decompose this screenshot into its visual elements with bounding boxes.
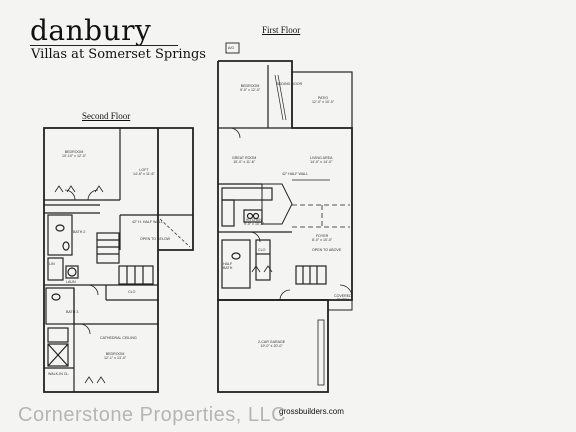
plan-title: danbury	[30, 14, 152, 47]
first-floor-label: First Floor	[262, 25, 301, 35]
room-label-laundry: LAUN	[66, 280, 76, 284]
room-label-open-above: OPEN TO ABOVE	[312, 248, 342, 252]
second-floor-outline	[43, 127, 159, 393]
room-label-closet-2: CLO	[128, 290, 136, 294]
plan-subtitle: Villas at Somerset Springs	[31, 47, 206, 62]
room-label-half-wall-1: 42" HALF WALL	[282, 172, 309, 176]
room-label-sliding-door: SLIDING DOOR	[276, 82, 303, 86]
second-floor-stairs	[96, 232, 120, 264]
room-label-open-below: OPEN TO BELOW	[140, 237, 171, 241]
room-label-bath-2: BATH 2	[73, 230, 86, 234]
room-label-linen: LIN	[49, 262, 55, 266]
watermark: Cornerstone Properties, LLC	[18, 404, 287, 426]
room-label-closet-1: CLO	[258, 248, 266, 252]
first-floor-patio	[291, 71, 353, 129]
second-floor-label: Second Floor	[82, 111, 131, 121]
builder-website: grossbuilders.com	[279, 407, 344, 416]
room-label-cathedral: CATHEDRAL CEILING	[100, 336, 137, 340]
first-floor-ag-box	[225, 42, 240, 54]
room-label-walk-in: WALK-IN CL.	[48, 372, 70, 376]
room-label-half-wall-2: 42" H. HALF WALL	[132, 220, 163, 224]
room-label-ag-box: A/G	[228, 46, 235, 50]
room-label-bath-3: BATH 3	[66, 310, 79, 314]
second-floor-upper-right-wall	[158, 127, 194, 251]
title-underline	[30, 45, 178, 46]
